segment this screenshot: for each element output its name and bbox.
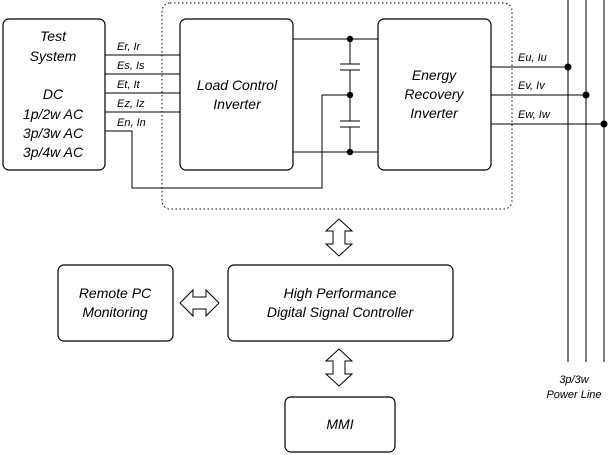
input-signal-s: Es, Is (117, 60, 145, 72)
controller-label-2: Digital Signal Controller (267, 304, 415, 320)
test-system-mode-3p4w: 3p/4w AC (23, 144, 84, 160)
input-signal-z: Ez, Iz (117, 98, 145, 110)
load-control-inverter-box (179, 18, 294, 171)
remote-pc-label-1: Remote PC (79, 285, 152, 301)
remote-pc-box (57, 264, 174, 342)
output-signal-v: Ev, Iv (518, 80, 546, 92)
power-line-label-1: 3p/3w (559, 374, 589, 386)
controller-box (227, 264, 454, 342)
energy-recovery-label-2: Recovery (404, 86, 464, 102)
input-signal-t: Et, It (117, 79, 141, 91)
test-system-title-2: System (30, 48, 77, 64)
mmi-box (284, 396, 396, 453)
power-line-dot-w (600, 120, 608, 128)
inverter-enclosure (161, 2, 513, 210)
mmi-label: MMI (326, 416, 353, 432)
load-control-inverter-label-1: Load Control (197, 77, 278, 93)
test-system-mode-1p2w: 1p/2w AC (23, 106, 84, 122)
load-control-inverter-label-2: Inverter (213, 96, 262, 112)
double-arrow-remote-pc-controller-icon (179, 288, 220, 318)
controller-label-1: High Performance (284, 285, 397, 301)
double-arrow-controller-mmi-icon (324, 348, 354, 387)
energy-recovery-label-1: Energy (412, 67, 457, 83)
junction-dot-bottom (346, 148, 354, 156)
input-signal-n: En, In (117, 117, 146, 129)
test-system-mode-3p3w: 3p/3w AC (23, 125, 84, 141)
test-system-mode-dc: DC (43, 86, 64, 102)
junction-dot-top (346, 35, 354, 43)
input-wire-n (105, 94, 350, 189)
junction-dot-mid (346, 91, 354, 99)
double-arrow-enclosure-controller-icon (324, 218, 354, 257)
power-line-label-2: Power Line (546, 389, 601, 401)
energy-recovery-label-3: Inverter (410, 105, 459, 121)
remote-pc-label-2: Monitoring (82, 304, 148, 320)
test-system-box (2, 18, 106, 171)
output-signal-w: Ew, Iw (518, 109, 551, 121)
output-signal-u: Eu, Iu (518, 52, 547, 64)
power-line-dot-u (564, 63, 572, 71)
test-system-title-1: Test (40, 28, 67, 44)
power-line-dot-v (582, 91, 590, 99)
input-signal-r: Er, Ir (117, 41, 142, 53)
